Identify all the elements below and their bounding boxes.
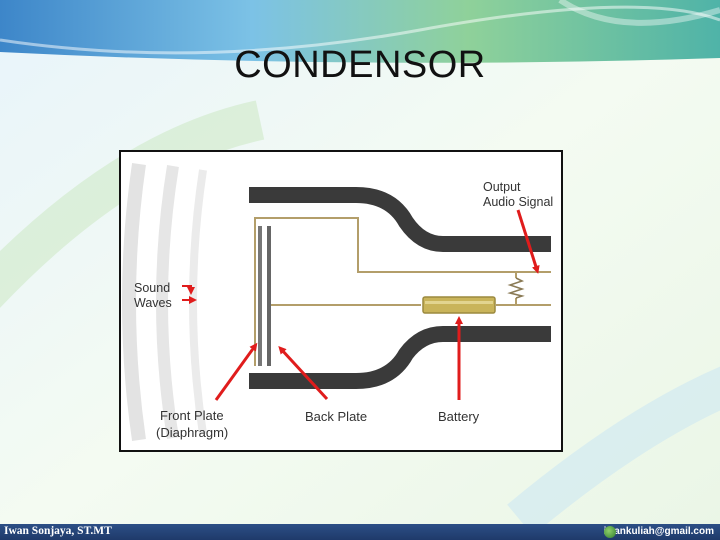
back-plate [267, 226, 271, 366]
top-housing [249, 187, 551, 252]
front-plate-arrow [214, 342, 258, 401]
sound-waves-label: Waves [134, 296, 172, 310]
bottom-housing [249, 326, 551, 389]
condenser-microphone-diagram: Output Audio Signal Sound Waves Front Pl… [119, 150, 563, 452]
battery-highlight [425, 301, 493, 304]
front-plate-diaphragm [258, 226, 262, 366]
back-plate-arrow [278, 346, 329, 401]
globe-icon [604, 526, 616, 538]
battery-cell [422, 296, 496, 314]
sound-label: Sound [134, 281, 171, 295]
sound-waves-arrows [182, 285, 197, 304]
footer-email: iwankuliah@gmail.com [603, 526, 714, 537]
diaphragm-label: (Diaphragm) [156, 425, 229, 440]
output-signal-label: Audio Signal [483, 195, 554, 209]
slide-title: CONDENSOR [234, 44, 486, 86]
output-arrow [516, 209, 540, 274]
footer-author: Iwan Sonjaya, ST.MT [4, 525, 112, 537]
back-plate-label: Back Plate [305, 409, 368, 424]
footer-bar: Iwan Sonjaya, ST.MT iwankuliah@gmail.com [0, 524, 720, 540]
battery-label: Battery [438, 409, 480, 424]
circuit-wiring [254, 217, 551, 366]
resistor-icon [507, 277, 525, 299]
output-label: Output [483, 180, 521, 194]
front-plate-label: Front Plate [160, 408, 224, 423]
